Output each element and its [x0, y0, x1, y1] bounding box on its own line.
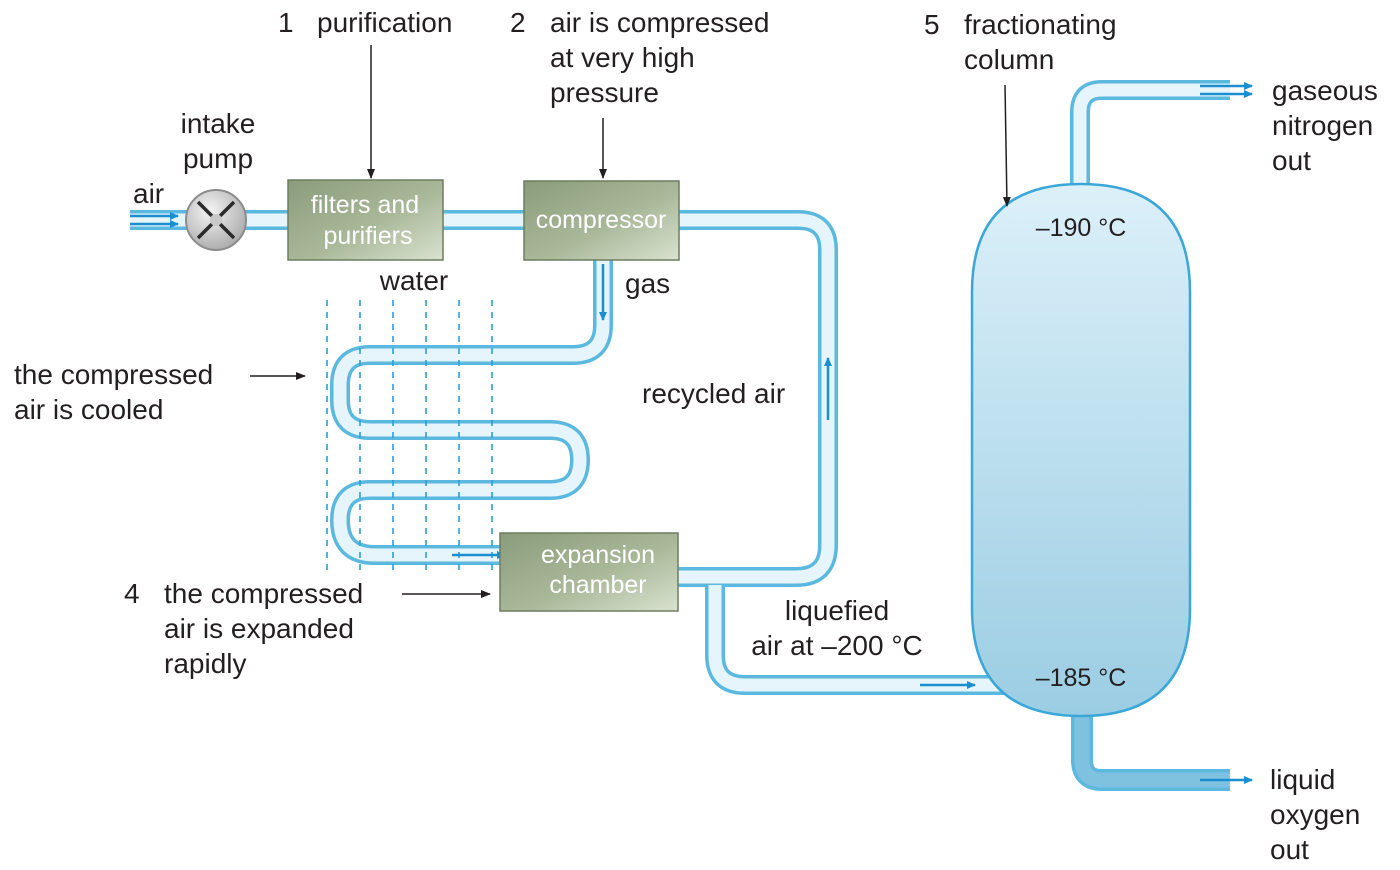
column-bottom-temperature: –185 °C	[1036, 664, 1127, 692]
step4-label: air is expanded	[164, 613, 354, 644]
step5-number: 5	[924, 9, 940, 40]
cooled-label: air is cooled	[14, 394, 163, 425]
step4-label: rapidly	[164, 648, 246, 679]
expansion-chamber-label: chamber	[549, 571, 646, 599]
nitrogen-out-label: nitrogen	[1272, 110, 1373, 141]
filters-box: filters and purifiers	[287, 179, 444, 261]
recycled-air-label: recycled air	[642, 378, 785, 409]
cooled-label: the compressed	[14, 359, 213, 390]
flow-arrows	[130, 82, 1253, 784]
oxygen-out-label: oxygen	[1270, 799, 1360, 830]
step1-label: purification	[317, 7, 452, 38]
step2-label: pressure	[550, 77, 659, 108]
step4-number: 4	[124, 578, 140, 609]
pipe-coil	[330, 258, 613, 565]
step4-label: the compressed	[164, 578, 363, 609]
pipe-nitrogen	[1070, 80, 1230, 195]
pipe-oxygen	[1071, 705, 1230, 791]
step1-number: 1	[278, 7, 294, 38]
compressor-box-label: compressor	[536, 206, 667, 234]
intake-pump-icon	[185, 189, 247, 251]
oxygen-out-label: out	[1270, 834, 1309, 865]
fractionating-column: –190 °C –185 °C	[970, 182, 1192, 718]
labels: air intake pump 1 purification 2 air is …	[14, 7, 1378, 865]
gas-label: gas	[625, 268, 670, 299]
filters-box-label: filters and	[311, 191, 419, 219]
column-top-temperature: –190 °C	[1036, 214, 1127, 242]
step2-number: 2	[510, 7, 526, 38]
pointer-arrows	[250, 45, 1011, 598]
nitrogen-out-label: out	[1272, 145, 1311, 176]
step2-label: air is compressed	[550, 7, 769, 38]
compressor-box: compressor	[523, 180, 680, 261]
expansion-chamber-label: expansion	[541, 541, 655, 569]
expansion-chamber-box: expansion chamber	[499, 532, 679, 612]
pointer-arrow-column	[1002, 84, 1011, 207]
air-label: air	[133, 178, 164, 209]
liquefied-label: liquefied	[785, 595, 889, 626]
water-cooling-lines	[326, 300, 493, 570]
liquefied-label: air at –200 °C	[751, 630, 923, 661]
intake-pump-label: pump	[183, 143, 253, 174]
water-label: water	[379, 265, 448, 296]
intake-pump-label: intake	[181, 108, 256, 139]
oxygen-out-label: liquid	[1270, 764, 1335, 795]
step5-label: fractionating	[964, 9, 1117, 40]
filters-box-label: purifiers	[324, 222, 413, 250]
nitrogen-out-label: gaseous	[1272, 75, 1378, 106]
step5-label: column	[964, 44, 1054, 75]
step2-label: at very high	[550, 42, 695, 73]
